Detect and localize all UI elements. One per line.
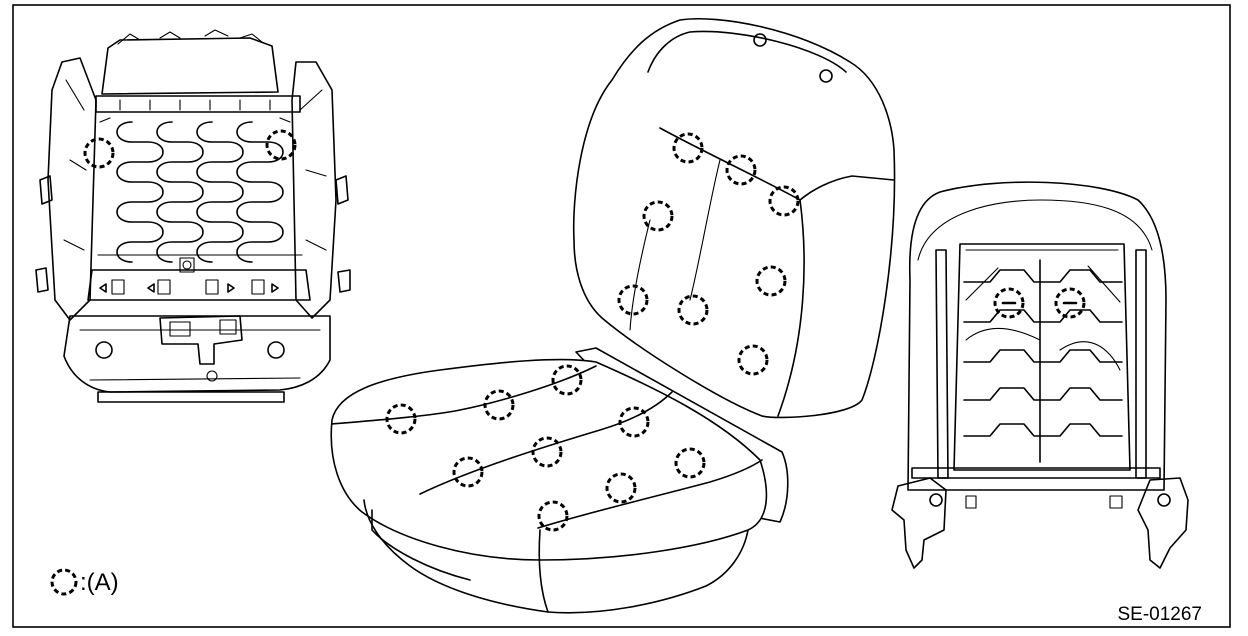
marker-a: [993, 287, 1025, 319]
marker-a: [725, 154, 757, 186]
marker-a: [768, 185, 800, 217]
marker-a: [677, 294, 709, 326]
legend: :(A): [50, 568, 119, 596]
marker-a: [483, 389, 515, 421]
marker-a: [755, 265, 787, 297]
legend-label: :(A): [80, 569, 119, 596]
marker-a: [452, 456, 484, 488]
seat-back-front-view: [572, 17, 896, 419]
marker-a: [605, 472, 637, 504]
marker-a: [1054, 287, 1086, 319]
marker-a: [83, 137, 115, 169]
seat-back-rear-view: [891, 181, 1189, 569]
marker-a: [551, 364, 583, 396]
marker-a: [537, 500, 569, 532]
marker-a: [672, 132, 704, 164]
marker-a: [737, 344, 769, 376]
figure-border: [12, 4, 1231, 628]
marker-a: [265, 129, 297, 161]
marker-a: [674, 447, 706, 479]
marker-a: [617, 284, 649, 316]
seat-cushion-view: [330, 347, 789, 614]
seat-frame-top-view: [35, 29, 351, 403]
marker-a: [531, 436, 563, 468]
figure-code: SE-01267: [1117, 604, 1202, 625]
dashed-circle-icon: [50, 568, 78, 596]
marker-a: [618, 406, 650, 438]
marker-a: [642, 200, 674, 232]
marker-a: [385, 403, 417, 435]
